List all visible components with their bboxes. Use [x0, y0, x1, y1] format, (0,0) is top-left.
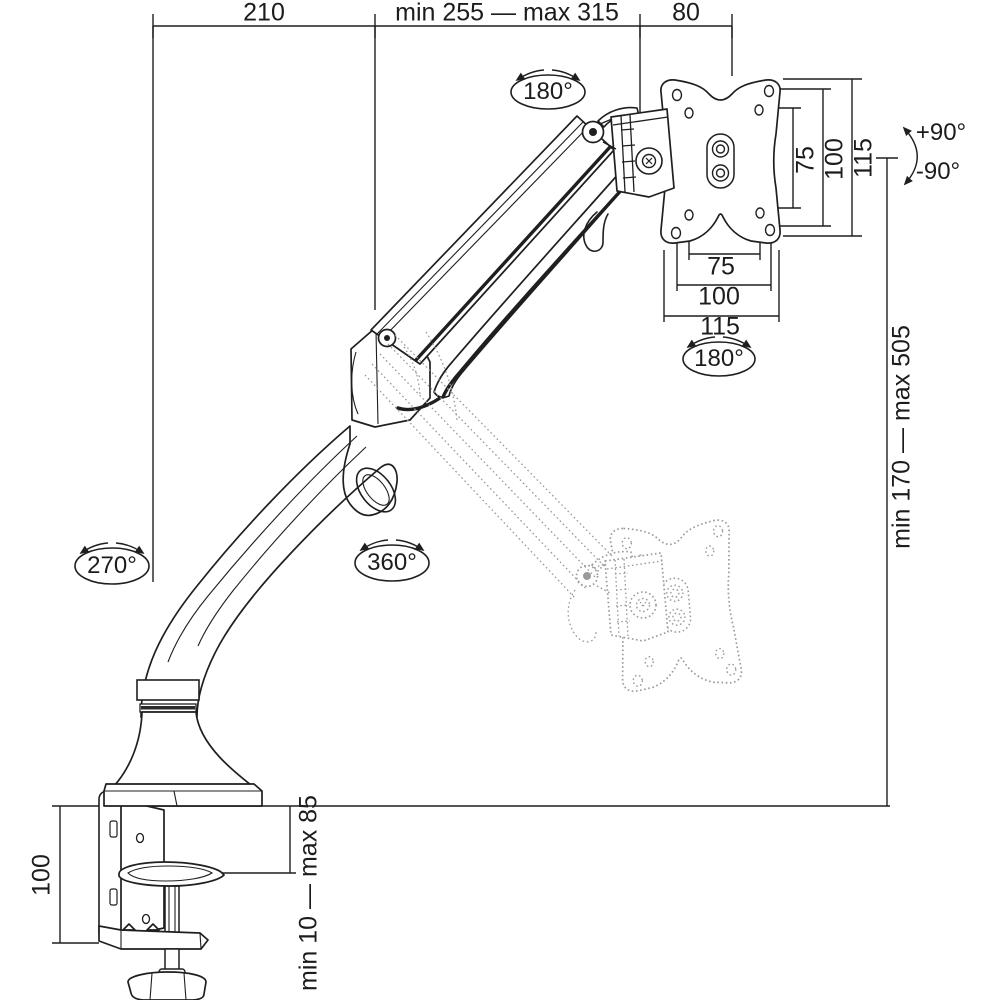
dim-label-vesa-v75: 75: [791, 146, 820, 174]
tilt-label-minus90: -90°: [915, 158, 961, 185]
dim-label-desk-thickness: min 10 — max 85: [294, 795, 323, 991]
dim-label-vesa-v100: 100: [820, 138, 849, 180]
dim-label-vesa-v115: 115: [849, 138, 878, 178]
dim-label-min255-max315: min 255 — max 315: [395, 0, 619, 27]
ghost-sweep-lines: [364, 331, 613, 600]
tilt-label-plus90: +90°: [915, 119, 967, 146]
rotation-callouts: [74, 69, 918, 585]
dim-label-80: 80: [672, 0, 700, 27]
dim-label-clamp-height: 100: [27, 854, 56, 896]
rotation-label-270: 270°: [87, 552, 137, 579]
dimension-lines: [52, 14, 898, 944]
monitor-arm-solid: [98, 79, 781, 1000]
rotation-label-360: 360°: [367, 549, 417, 576]
dim-label-210: 210: [243, 0, 285, 27]
dim-label-vesa-h75: 75: [707, 252, 735, 281]
dim-label-vesa-h115: 115: [700, 312, 740, 341]
ghost-position-group: [567, 518, 744, 694]
dim-label-height-range: min 170 — max 505: [887, 325, 916, 549]
rotation-label-180-vesa: 180°: [694, 345, 744, 372]
dim-label-vesa-h100: 100: [698, 282, 740, 311]
rotation-label-180-top: 180°: [523, 78, 573, 105]
